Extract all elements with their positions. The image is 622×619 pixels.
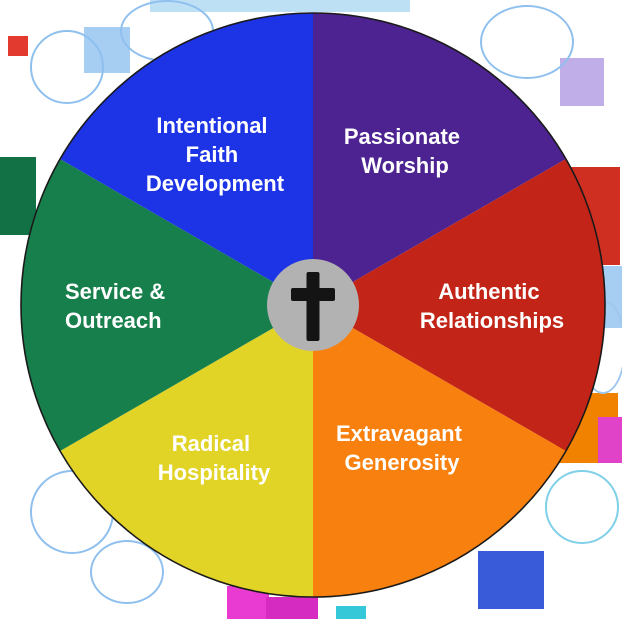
segment-intentional-faith-development bbox=[60, 13, 314, 305]
cross-icon bbox=[291, 272, 335, 341]
artifact-square bbox=[8, 36, 28, 56]
artifact-square bbox=[266, 597, 318, 619]
segment-label-service-outreach: Service & Outreach bbox=[65, 279, 171, 333]
artifact-square bbox=[0, 157, 36, 235]
segment-label-passionate-worship: Passionate Worship bbox=[344, 124, 466, 178]
artifact-swirl bbox=[30, 30, 104, 104]
segment-service-outreach bbox=[20, 159, 314, 451]
artifact-square bbox=[560, 58, 604, 106]
segment-extravagant-generosity bbox=[313, 305, 566, 597]
wheel-outline bbox=[20, 12, 606, 598]
segment-label-extravagant-generosity: Extravagant Generosity bbox=[336, 421, 468, 475]
artifact-swirl bbox=[545, 470, 619, 544]
segment-radical-hospitality bbox=[60, 305, 314, 597]
segment-label-intentional-faith-development: Intentional Faith Development bbox=[146, 113, 285, 196]
segment-passionate-worship bbox=[313, 12, 566, 305]
artifact-square bbox=[598, 417, 622, 463]
artifact-square bbox=[336, 606, 366, 619]
segment-label-radical-hospitality: Radical Hospitality bbox=[158, 431, 271, 485]
artifact-square bbox=[478, 551, 544, 609]
artifact-swirl bbox=[90, 540, 164, 604]
segment-authentic-relationships bbox=[313, 159, 606, 451]
artifact-square bbox=[150, 0, 410, 12]
segment-label-authentic-relationships: Authentic Relationships bbox=[420, 279, 564, 333]
artifact-swirl bbox=[480, 5, 574, 79]
